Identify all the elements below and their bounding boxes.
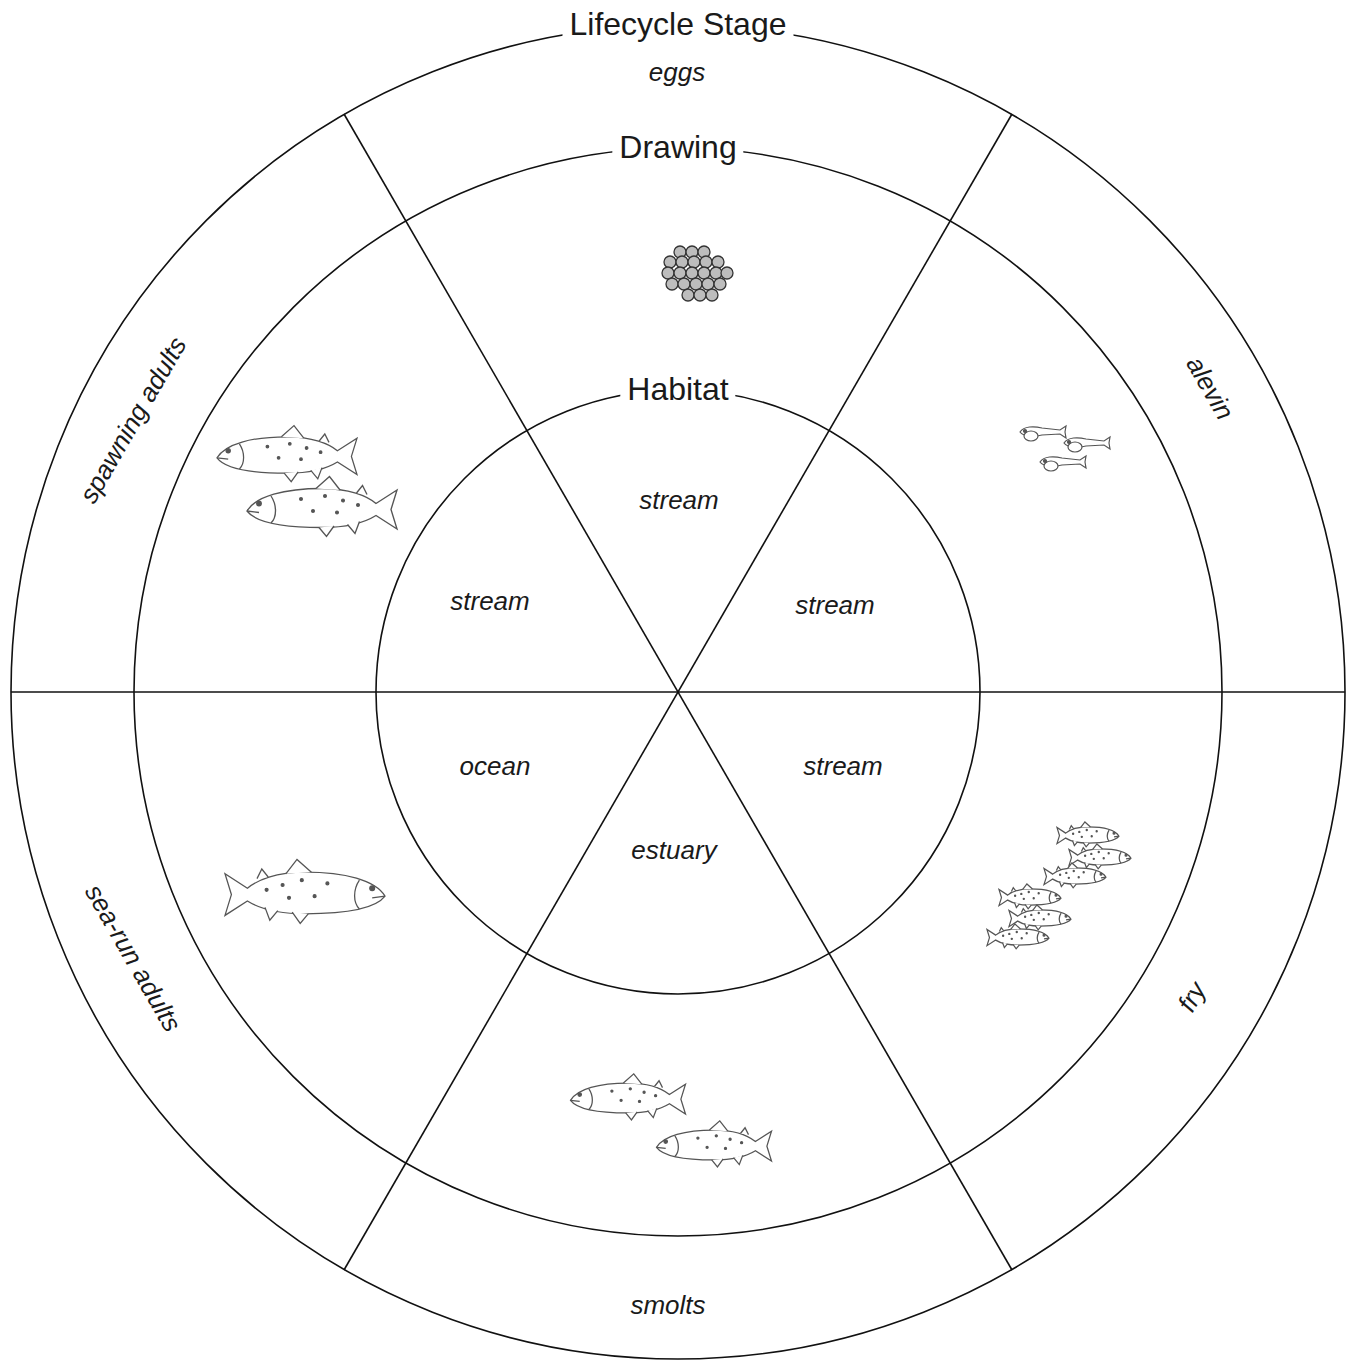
smolts-drawing [571, 1074, 772, 1167]
habitat-name: stream [795, 591, 874, 620]
ring-heading: Habitat [620, 372, 735, 407]
divider-lines [11, 114, 1345, 1270]
stage-name: sea-run adults [79, 880, 186, 1037]
spawning-adults-drawing [217, 426, 397, 537]
stage-name: fry [1172, 977, 1211, 1016]
fry-drawing [987, 822, 1131, 949]
ring-heading: Drawing [612, 130, 743, 165]
habitat-name: ocean [460, 752, 531, 781]
alevin-drawing [1020, 426, 1110, 471]
habitat-name: stream [450, 587, 529, 616]
ring-circle: Lifecycle StageDrawingHabitat [11, 25, 1345, 1359]
habitat-name: stream [639, 486, 718, 515]
stage-name: eggs [649, 58, 705, 87]
circle-outline [376, 390, 980, 994]
circle-outline [134, 148, 1222, 1236]
ring-heading: Lifecycle Stage [562, 7, 793, 42]
egg-cluster [662, 246, 733, 301]
habitat-name: estuary [631, 836, 716, 865]
stage-name: spawning adults [74, 332, 192, 508]
stage-name: smolts [630, 1291, 705, 1320]
sea-run-adult-drawing [225, 859, 385, 923]
habitat-name: stream [803, 752, 882, 781]
ring-circle: Habitat [376, 390, 980, 994]
ring-circle: DrawingHabitat [134, 148, 1222, 1236]
circle-outline [11, 25, 1345, 1359]
stage-name: alevin [1181, 351, 1240, 424]
